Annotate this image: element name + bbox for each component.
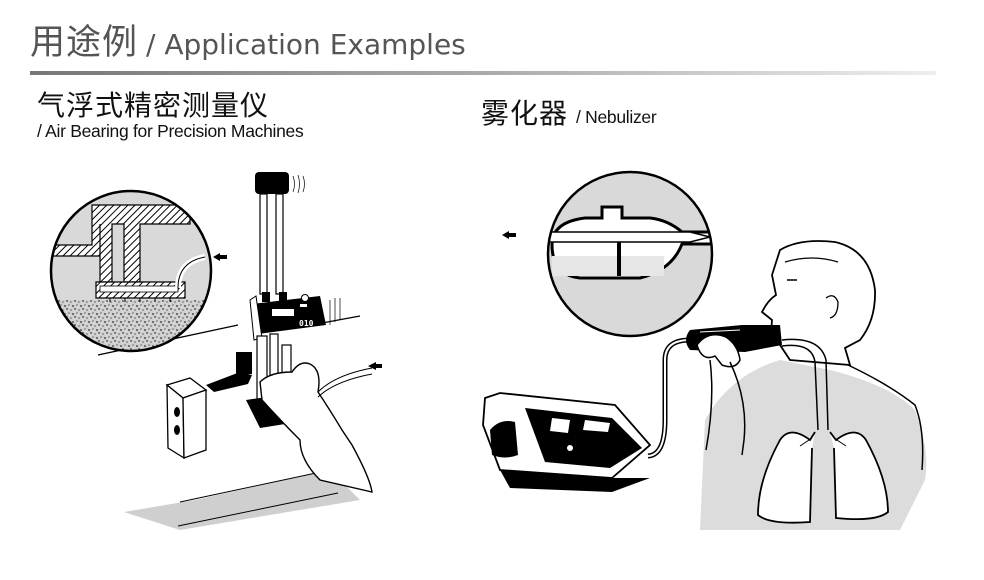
- nebulizer-tube: [647, 337, 691, 459]
- page-title: 用途例 / Application Examples: [30, 14, 466, 63]
- person-torso: [700, 360, 927, 530]
- title-divider: [30, 71, 936, 75]
- airflow-arrow-icon: [368, 362, 382, 370]
- airflow-arrow-icon: [213, 253, 227, 261]
- nebulizer-detail-circle: [546, 170, 714, 338]
- compressor-unit: [482, 392, 652, 492]
- hand: [259, 362, 373, 493]
- section-title-cn: 气浮式精密测量仪: [37, 89, 270, 122]
- gauge-display-reading: 010: [299, 319, 314, 328]
- person: [686, 240, 924, 524]
- section-heading-nebulizer: 雾化器 / Nebulizer: [481, 92, 657, 132]
- section-title-en: / Nebulizer: [576, 107, 657, 127]
- section-title-cn: 雾化器: [481, 97, 569, 130]
- airflow-arrow-icon: [502, 231, 516, 239]
- section-title-en: / Air Bearing for Precision Machines: [37, 121, 304, 141]
- page-title-en: / Application Examples: [146, 28, 466, 61]
- section-heading-air-bearing: 气浮式精密测量仪 / Air Bearing for Precision Mac…: [37, 89, 304, 141]
- page-title-cn: 用途例: [30, 23, 139, 63]
- workpiece-block: [165, 377, 208, 460]
